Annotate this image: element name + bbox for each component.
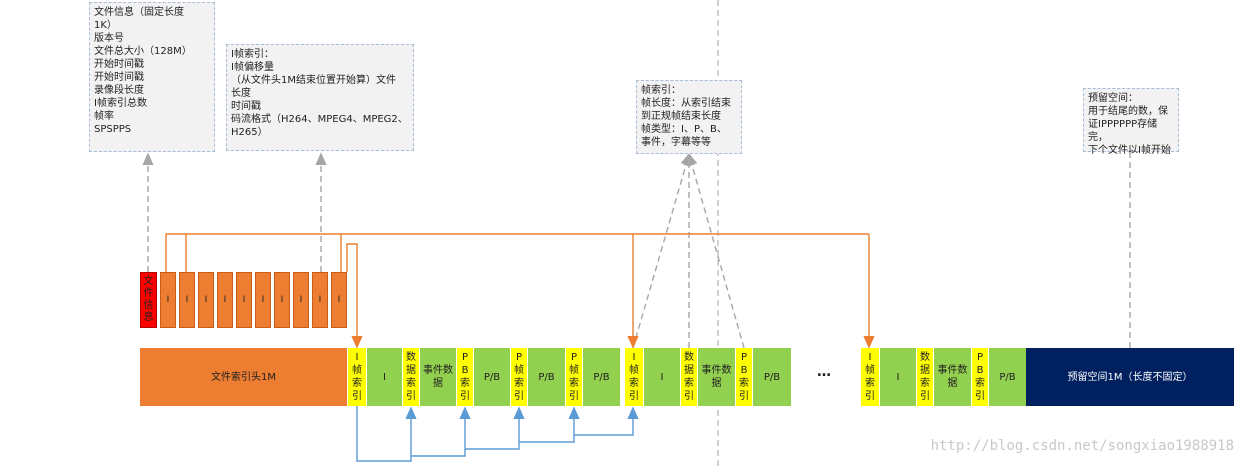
ellipsis: … [817, 364, 831, 380]
event-data-cell: 事件数 据 [420, 348, 456, 406]
i-frame-index-cell: I 帧 索 引 [860, 348, 880, 406]
pb-data-cell: P/B [583, 348, 620, 406]
event-data-cell: 事件数 据 [698, 348, 735, 406]
data-index-cell: 数 据 索 引 [680, 348, 698, 406]
event-data-cell: 事件数 据 [934, 348, 971, 406]
header-i-cell: I [198, 272, 214, 328]
i-frame-data-cell: I [644, 348, 680, 406]
header-i-cell: I [217, 272, 233, 328]
pb-index-cell: P B 索 引 [456, 348, 474, 406]
reserved-space-block: 预留空间1M（长度不固定） [1026, 348, 1234, 406]
blue-chain-2 [411, 406, 471, 457]
header-i-cell: I [274, 272, 290, 328]
orange-bus [165, 233, 869, 272]
i-frame-data-cell: I [367, 348, 402, 406]
note-i-frame-index: I帧索引： I帧偏移量 （从文件头1M结束位置开始算）文件 长度 时间戳 码流格… [226, 44, 414, 151]
header-file-info-cell: 文 件 信 息 [140, 272, 157, 328]
data-index-cell: 数 据 索 引 [916, 348, 934, 406]
pb-data-cell: P/B [528, 348, 565, 406]
blue-chain-4 [519, 406, 580, 443]
pb-index-cell: P B 索 引 [735, 348, 753, 406]
pointer-frame-index-1 [632, 152, 692, 349]
blue-chain-1 [356, 406, 417, 462]
data-index-cell: 数 据 索 引 [402, 348, 420, 406]
pointer-frame-index-3 [686, 152, 745, 349]
header-i-cell: I [293, 272, 309, 328]
header-i-cell: I [331, 272, 347, 328]
note-reserved-space: 预留空间： 用于结尾的数，保 证IPPPPPP存储完， 下个文件以I帧开始 [1083, 88, 1179, 156]
i-frame-index-cell: I 帧 索 引 [624, 348, 644, 406]
pb-data-cell: P/B [474, 348, 510, 406]
note-frame-index: 帧索引： 帧长度：从索引结束 到正规帧结束长度 帧类型：I、P、B、 事件，字幕… [636, 80, 742, 154]
p-frame-index-cell: P 帧 索 引 [565, 348, 583, 406]
p-frame-index-cell: P 帧 索 引 [510, 348, 528, 406]
header-i-cell: I [179, 272, 195, 328]
header-i-cell: I [236, 272, 252, 328]
header-i-cell: I [312, 272, 328, 328]
i-frame-index-cell: I 帧 索 引 [347, 348, 367, 406]
file-index-header-block: 文件索引头1M [140, 348, 347, 406]
pb-data-cell: P/B [989, 348, 1026, 406]
orange-arrow-first-i [346, 243, 363, 349]
header-i-cell: I [255, 272, 271, 328]
watermark: http://blog.csdn.net/songxiao1988918 [930, 438, 1234, 454]
blue-chain-3 [465, 406, 525, 450]
blue-chain-5 [574, 406, 639, 436]
pb-index-cell: P B 索 引 [971, 348, 989, 406]
note-file-info: 文件信息（固定长度 1K） 版本号 文件总大小（128M） 开始时间戳 开始时间… [89, 2, 215, 152]
header-i-cell: I [160, 272, 176, 328]
pb-data-cell: P/B [753, 348, 791, 406]
i-frame-data-cell: I [880, 348, 916, 406]
